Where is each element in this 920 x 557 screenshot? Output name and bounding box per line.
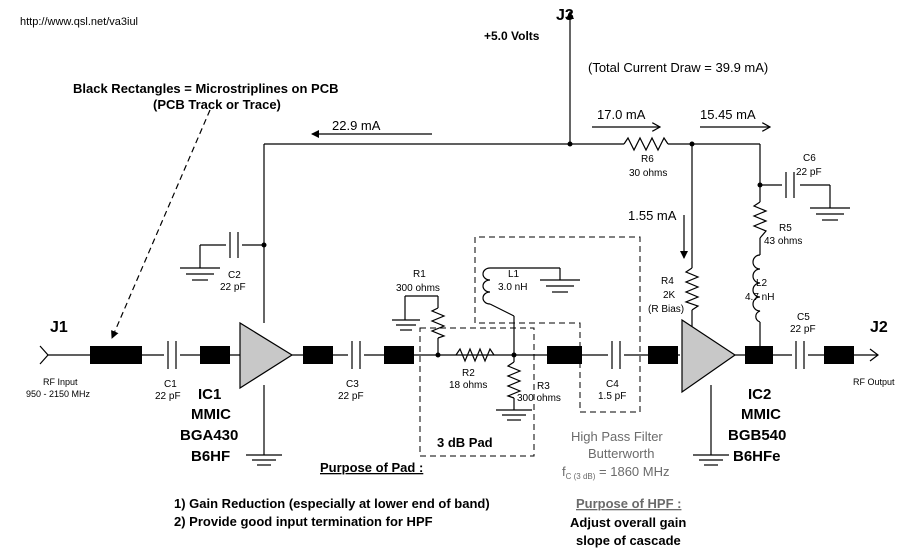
c6-value: 22 pF: [796, 167, 822, 178]
microstrip-3: [303, 346, 333, 364]
r2-name: R2: [462, 368, 475, 379]
c6-name: C6: [803, 153, 816, 164]
r6-name: R6: [641, 154, 654, 165]
l2-value: 4.7 nH: [745, 292, 774, 303]
legend-pointer-arrow: [111, 109, 211, 339]
ic2-amplifier: [681, 318, 737, 394]
j1-connector: [39, 345, 49, 365]
hpf-purpose-line1: Adjust overall gain: [570, 515, 686, 530]
total-current-text: (Total Current Draw = 39.9 mA): [588, 60, 768, 75]
c2-name: C2: [228, 270, 241, 281]
ic1-marking: B6HF: [191, 448, 230, 465]
r5-name: R5: [779, 223, 792, 234]
url-text: http://www.qsl.net/va3iul: [20, 16, 138, 28]
ic1-type: MMIC: [191, 406, 231, 423]
current-r4: 1.55 mA: [628, 208, 677, 223]
current-ic1: 22.9 mA: [332, 118, 381, 133]
ic1-name: IC1: [198, 386, 221, 403]
microstrip-7: [745, 346, 773, 364]
j2-connector: [869, 348, 879, 362]
r2-value: 18 ohms: [449, 380, 487, 391]
l1-value: 3.0 nH: [498, 282, 527, 293]
microstrip-2: [200, 346, 230, 364]
hpf-purpose-title: Purpose of HPF :: [576, 496, 681, 511]
resistors: [430, 136, 768, 399]
ic2-type: MMIC: [741, 406, 781, 423]
r1-value: 300 ohms: [396, 283, 440, 294]
r5-value: 43 ohms: [764, 236, 802, 247]
j3-voltage: +5.0 Volts: [484, 29, 540, 43]
ic2-marking: B6HFe: [733, 448, 781, 465]
junction-dots: [261, 141, 763, 358]
j1-desc2: 950 - 2150 MHz: [26, 389, 91, 399]
r3-value: 300 ohms: [517, 393, 561, 404]
current-c6: 15.45 mA: [700, 107, 756, 122]
pad-label: 3 dB Pad: [437, 435, 493, 450]
pad-purpose-title: Purpose of Pad :: [320, 460, 423, 475]
microstriplines: [90, 346, 854, 364]
c1-value: 22 pF: [155, 391, 181, 402]
legend-line2: (PCB Track or Trace): [153, 97, 281, 112]
inductors: [482, 254, 761, 323]
c2-value: 22 pF: [220, 282, 246, 293]
c3-name: C3: [346, 379, 359, 390]
microstrip-4: [384, 346, 414, 364]
hpf-purpose-line2: slope of cascade: [576, 533, 681, 548]
hpf-line2: Butterworth: [588, 446, 654, 461]
legend-line1: Black Rectangles = Microstriplines on PC…: [73, 81, 339, 96]
l1-name: L1: [508, 269, 520, 280]
c3-value: 22 pF: [338, 391, 364, 402]
r3-name: R3: [537, 381, 550, 392]
c5-name: C5: [797, 312, 810, 323]
j3-label: J3: [556, 7, 574, 24]
c5-value: 22 pF: [790, 324, 816, 335]
c1-name: C1: [164, 379, 177, 390]
r6-value: 30 ohms: [629, 168, 667, 179]
hpf-box: [474, 236, 641, 413]
microstrip-6: [648, 346, 678, 364]
pad-box: [419, 327, 535, 457]
ic2-name: IC2: [748, 386, 771, 403]
microstrip-1: [90, 346, 142, 364]
r4-note: (R Bias): [648, 304, 684, 315]
j2-label: J2: [870, 319, 888, 336]
microstrip-5: [547, 346, 582, 364]
j2-desc: RF Output: [853, 377, 895, 387]
r4-value: 2K: [663, 290, 676, 301]
c4-name: C4: [606, 379, 619, 390]
r4-name: R4: [661, 276, 674, 287]
c4-value: 1.5 pF: [598, 391, 626, 402]
ic1-amplifier: [239, 321, 294, 390]
grounds: [180, 207, 850, 466]
hpf-fc: fC (3 dB) = 1860 MHz: [562, 464, 670, 481]
hpf-line1: High Pass Filter: [571, 429, 663, 444]
current-r6: 17.0 mA: [597, 107, 646, 122]
j1-desc1: RF Input: [43, 377, 78, 387]
microstrip-8: [824, 346, 854, 364]
r1-name: R1: [413, 269, 426, 280]
ic2-part: BGB540: [728, 427, 786, 444]
ic1-part: BGA430: [180, 427, 238, 444]
j1-label: J1: [50, 319, 68, 336]
pad-purpose-item2: 2) Provide good input termination for HP…: [174, 514, 433, 529]
capacitors: [164, 172, 808, 370]
pad-purpose-item1: 1) Gain Reduction (especially at lower e…: [174, 496, 490, 511]
l2-name: L2: [756, 278, 768, 289]
